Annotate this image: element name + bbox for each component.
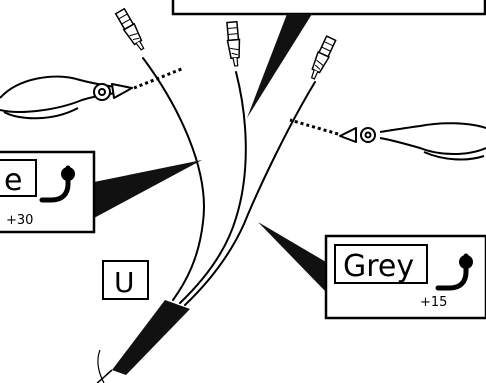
connector-middle [226,20,241,67]
pliers-right-icon [339,122,486,161]
cable-label-box: U [102,260,149,300]
left-terminal-icon [39,165,71,203]
wire-right [184,81,316,306]
cut-line-left [133,66,185,90]
left-callout-pointer [94,160,202,218]
right-terminal-icon [435,253,469,291]
wire-left [142,57,205,301]
right-terminal-number: +15 [420,295,447,310]
connector-right [310,35,337,80]
right-color-label: Grey [343,249,414,284]
left-callout: e +30 [0,150,202,234]
wire-middle [179,71,247,304]
right-callout: Grey +15 [258,222,486,320]
cable-sheath [96,300,190,383]
wires [142,57,316,306]
top-callout [171,0,486,118]
connector-left [114,7,145,51]
left-terminal-number: +30 [6,213,33,228]
top-callout-pointer [247,14,312,118]
cable-label: U [114,266,135,299]
pliers-left-icon [0,75,133,120]
right-callout-pointer [258,222,326,292]
left-color-label: e [4,163,22,198]
cut-line-right [289,118,339,136]
